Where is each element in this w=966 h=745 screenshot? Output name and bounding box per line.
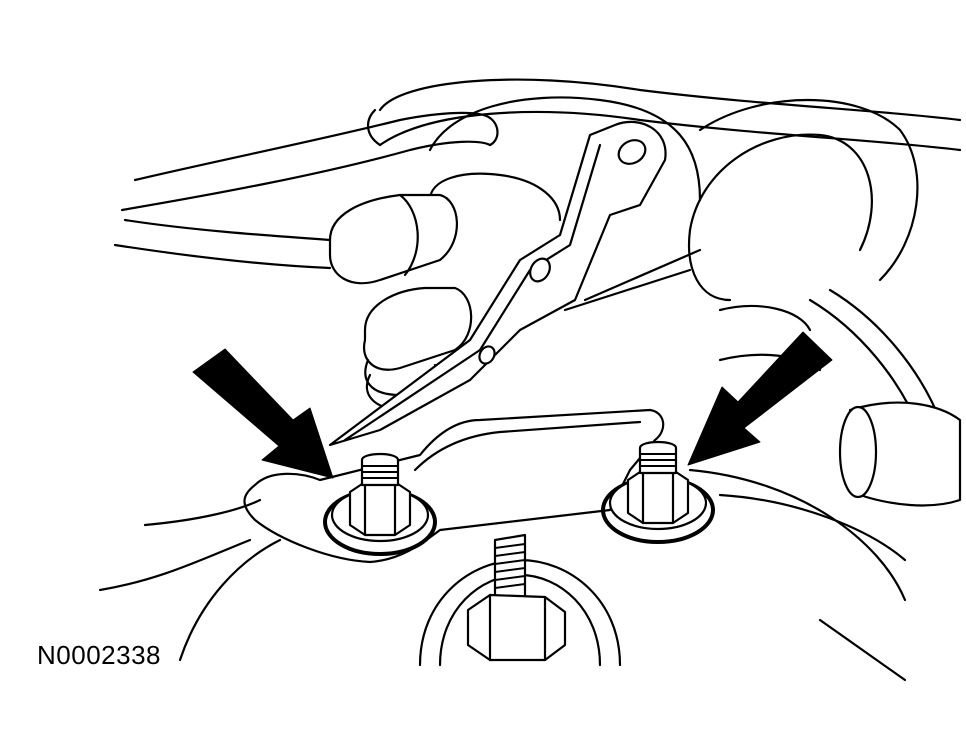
left-mount-nut [323, 452, 437, 556]
arrow-left-nut [192, 348, 334, 479]
figure-code-label: N0002338 [37, 640, 161, 670]
background-components [113, 78, 962, 507]
center-stud-nut [466, 533, 567, 662]
arrow-right-nut [687, 331, 833, 466]
right-mount-nut [601, 440, 715, 544]
